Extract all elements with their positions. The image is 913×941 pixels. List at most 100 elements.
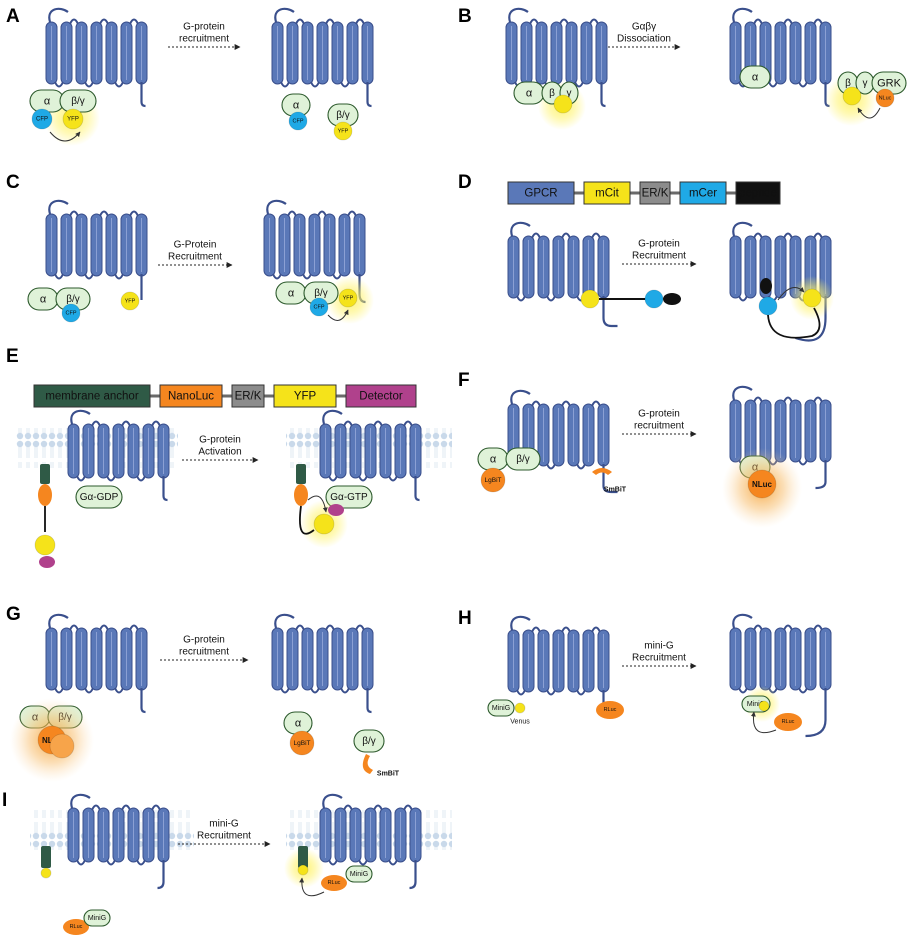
intracellular-loop	[738, 295, 748, 302]
gpcr-receptor	[319, 409, 422, 502]
gpcr-receptor	[271, 613, 374, 714]
cfp-donor-label: CFP	[66, 311, 77, 317]
nluc-donor	[875, 88, 895, 108]
peptide	[663, 293, 681, 305]
panel-letter: A	[6, 6, 20, 27]
gpcr-receptor	[729, 7, 832, 108]
detector	[39, 556, 55, 568]
extracellular-loop	[531, 232, 541, 239]
extracellular-loop	[783, 18, 793, 25]
gpcr-receptor	[729, 385, 832, 490]
c-terminus	[366, 82, 372, 108]
panel-letter: E	[6, 346, 19, 367]
arrow-label: Gαβγ	[632, 22, 656, 33]
intracellular-loop	[358, 859, 368, 866]
minig-label: MiniG	[492, 705, 510, 712]
g-alpha-gdp	[75, 485, 123, 509]
g-betagamma-free-label: β/γ	[362, 736, 376, 747]
cfp-donor-bound-label: CFP	[314, 305, 325, 311]
minig-label: MiniG	[88, 915, 106, 922]
energy-transfer-arrow	[750, 711, 777, 734]
smbit-label: SmBiT	[377, 771, 400, 778]
extracellular-loop	[561, 400, 571, 407]
intracellular-loop	[280, 81, 290, 88]
intracellular-loop	[574, 81, 584, 88]
g-betagamma-label: β/γ	[71, 96, 85, 107]
g-betagamma-free	[353, 729, 385, 753]
extracellular-loop	[813, 624, 823, 631]
lgbit	[289, 730, 315, 756]
intracellular-loop	[84, 687, 94, 694]
extracellular-loop	[69, 210, 79, 217]
minig-bound-label: MiniG	[747, 701, 765, 708]
intracellular-loop	[546, 295, 556, 302]
intracellular-loop	[798, 459, 808, 466]
nluc-complemented-label: NLuc	[752, 480, 773, 489]
extracellular-loop	[91, 804, 101, 811]
rluc-label: RLuc	[70, 924, 83, 930]
intracellular-loop	[106, 859, 116, 866]
construct-segment-label: GPCR	[524, 188, 557, 200]
intracellular-loop	[272, 273, 282, 280]
intracellular-loop	[310, 687, 320, 694]
g-betagamma-free-label: β/γ	[336, 110, 350, 121]
extracellular-loop	[295, 624, 305, 631]
extracellular-loop	[317, 210, 327, 217]
intracellular-loop	[114, 273, 124, 280]
gpcr-receptor	[729, 221, 832, 342]
gpcr-receptor	[67, 793, 170, 890]
venus-acceptor	[553, 94, 573, 114]
g-alpha-label: α	[44, 96, 51, 108]
intracellular-loop	[54, 273, 64, 280]
g-beta-label: β	[549, 88, 555, 99]
extracellular-loop	[373, 804, 383, 811]
g-alpha-bound-label: α	[295, 718, 302, 730]
extracellular-loop	[531, 626, 541, 633]
yfp-bound	[313, 513, 335, 535]
membrane-anchor-bound	[296, 464, 306, 484]
intracellular-loop	[54, 81, 64, 88]
gpcr-receptor	[263, 199, 366, 304]
extracellular-loop	[151, 804, 161, 811]
rluc-bound-label: RLuc	[782, 719, 795, 725]
rluc-bound-label: RLuc	[328, 880, 341, 886]
extracellular-loop	[69, 18, 79, 25]
extracellular-loop	[753, 624, 763, 631]
energy-transfer-arrow	[49, 131, 81, 142]
extracellular-loop	[753, 232, 763, 239]
panel-letter: G	[6, 604, 21, 625]
c-terminus	[602, 296, 618, 328]
gpcr-receptor	[319, 793, 422, 890]
g-alpha-label: α	[40, 294, 47, 306]
c-terminus	[366, 688, 372, 714]
intracellular-loop	[516, 295, 526, 302]
intracellular-loop	[358, 475, 368, 482]
extracellular-loop	[99, 18, 109, 25]
intracellular-loop	[76, 475, 86, 482]
panel-letter: B	[458, 6, 472, 27]
venus-acceptor-free	[842, 86, 862, 106]
smbit	[362, 754, 373, 774]
n-terminus	[732, 613, 753, 629]
intracellular-loop	[388, 475, 398, 482]
construct-segment-label: ER/K	[235, 391, 262, 403]
lgbit-label: LgBiT	[485, 477, 502, 484]
construct-segment	[583, 181, 631, 205]
gpcr-receptor	[507, 221, 618, 328]
c-terminus	[414, 476, 420, 502]
venus	[514, 702, 526, 714]
extracellular-loop	[783, 232, 793, 239]
venus-bound	[297, 864, 309, 876]
intracellular-loop	[516, 689, 526, 696]
yfp-acceptor-label: YFP	[67, 117, 79, 123]
panel-g: Gαβ/γNLucG-proteinrecruitmentαLgBiTβ/γSm…	[6, 604, 400, 782]
yfp-acceptor	[62, 108, 84, 130]
smbit-label: SmBiT	[604, 487, 627, 494]
